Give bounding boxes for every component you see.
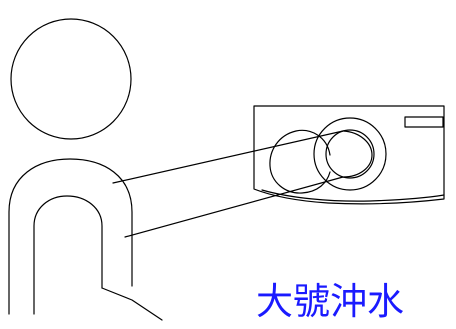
person-body-outer <box>8 158 133 315</box>
person-head-icon <box>10 18 132 140</box>
flush-caption: 大號沖水 <box>256 280 404 323</box>
flush-knob-inner <box>325 129 375 179</box>
hand-on-knob <box>342 130 373 178</box>
tank-bottom-curve <box>261 189 445 202</box>
flush-knob-small <box>269 129 331 194</box>
flush-knob-large <box>313 117 387 191</box>
arm-lower-edge <box>124 176 344 238</box>
seat-line <box>101 287 163 321</box>
tank-indicator-slot <box>404 116 444 128</box>
arm-upper-edge <box>112 130 344 184</box>
person-body-inner <box>33 195 103 315</box>
toilet-tank <box>253 105 445 205</box>
